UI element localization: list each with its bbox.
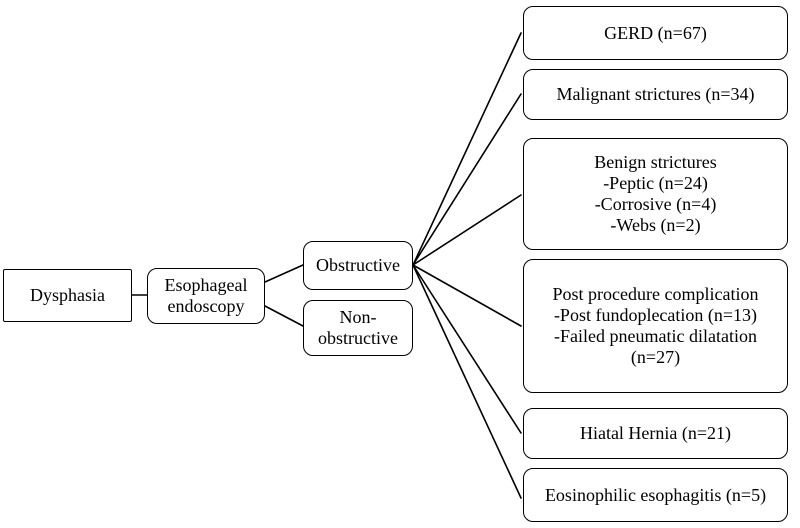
node-text-line: Malignant strictures (n=34) — [556, 84, 755, 104]
benign-strictures-box: Benign strictures-Peptic (n=24)-Corrosiv… — [523, 138, 788, 250]
node-text-line: Eosinophilic esophagitis (n=5) — [544, 484, 767, 505]
connector-obstructive-malignant — [412, 93, 522, 266]
dysphasia-box: Dysphasia — [3, 269, 132, 322]
node-text-line: Post procedure complication — [552, 284, 759, 304]
node-text-line: Hiatal Hernia (n=21) — [579, 423, 732, 443]
node-text-line: Esophageal — [164, 275, 248, 295]
gerd-box: GERD (n=67) — [523, 6, 788, 60]
eosinophilic-esophagitis-box: Eosinophilic esophagitis (n=5) — [523, 468, 788, 522]
node-text-line: endoscopy — [167, 296, 245, 316]
malignant-strictures-box: Malignant strictures (n=34) — [523, 69, 788, 120]
connector-obstructive-eosinophilic — [412, 264, 522, 499]
connector-obstructive-hiatal — [412, 264, 522, 434]
node-text-line: -Webs (n=2) — [610, 215, 701, 235]
obstructive-box: Obstructive — [303, 241, 413, 290]
node-text-line: Benign strictures — [594, 152, 717, 172]
hiatal-hernia-box: Hiatal Hernia (n=21) — [523, 408, 788, 459]
node-text-line: -Failed pneumatic dilatation — [554, 326, 757, 346]
node-text-line: Non- — [339, 307, 377, 327]
node-text-line: -Peptic (n=24) — [603, 173, 708, 193]
node-text-line: Dysphasia — [30, 285, 105, 305]
node-text-line: GERD (n=67) — [604, 22, 707, 43]
connector-endoscopy-obstructive — [264, 264, 304, 283]
connector-endoscopy-non-obstructive — [264, 305, 304, 327]
node-text-line: -Post fundoplecation (n=13) — [553, 305, 758, 325]
connector-obstructive-gerd — [412, 32, 522, 266]
node-text-line: obstructive — [318, 328, 398, 348]
connector-obstructive-post-procedure — [412, 264, 522, 327]
node-text-line: -Corrosive (n=4) — [594, 194, 717, 214]
node-text-line: Obstructive — [316, 255, 400, 275]
non-obstructive-box: Non-obstructive — [303, 300, 413, 356]
post-procedure-complication-box: Post procedure complication-Post fundopl… — [523, 259, 788, 393]
node-text-line: (n=27) — [630, 347, 681, 367]
connector-obstructive-benign — [412, 194, 522, 266]
